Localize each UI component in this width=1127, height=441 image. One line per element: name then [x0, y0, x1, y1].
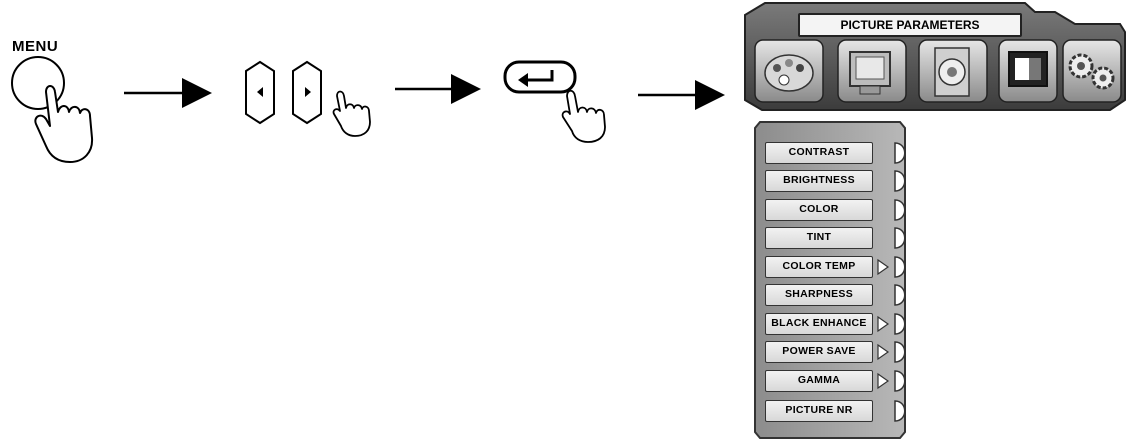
menu-item-color-temp[interactable]: COLOR TEMP [765, 256, 873, 278]
menu-item-power-save[interactable]: POWER SAVE [765, 341, 873, 363]
hand-press-icon-2 [332, 90, 371, 137]
submenu-knobs [894, 142, 906, 422]
hand-press-icon [34, 85, 94, 163]
speaker-icon[interactable] [918, 39, 988, 103]
menu-label: MENU [12, 38, 59, 55]
menu-item-gamma[interactable]: GAMMA [765, 370, 873, 392]
menu-item-sharpness[interactable]: SHARPNESS [765, 284, 873, 306]
osd-title: PICTURE PARAMETERS [798, 13, 1022, 37]
menu-item-brightness[interactable]: BRIGHTNESS [765, 170, 873, 192]
palette-icon[interactable] [754, 39, 824, 103]
menu-item-picture-nr[interactable]: PICTURE NR [765, 400, 873, 422]
menu-item-black-enhance[interactable]: BLACK ENHANCE [765, 313, 873, 335]
gears-icon[interactable] [1062, 39, 1122, 103]
hand-press-icon-3 [561, 89, 606, 143]
menu-item-contrast[interactable]: CONTRAST [765, 142, 873, 164]
screen-icon[interactable] [998, 39, 1058, 103]
menu-item-tint[interactable]: TINT [765, 227, 873, 249]
right-arrow-button-icon[interactable] [292, 60, 322, 125]
monitor-icon[interactable] [837, 39, 907, 103]
left-arrow-button-icon[interactable] [245, 60, 275, 125]
enter-button-icon[interactable] [503, 60, 577, 94]
menu-item-color[interactable]: COLOR [765, 199, 873, 221]
